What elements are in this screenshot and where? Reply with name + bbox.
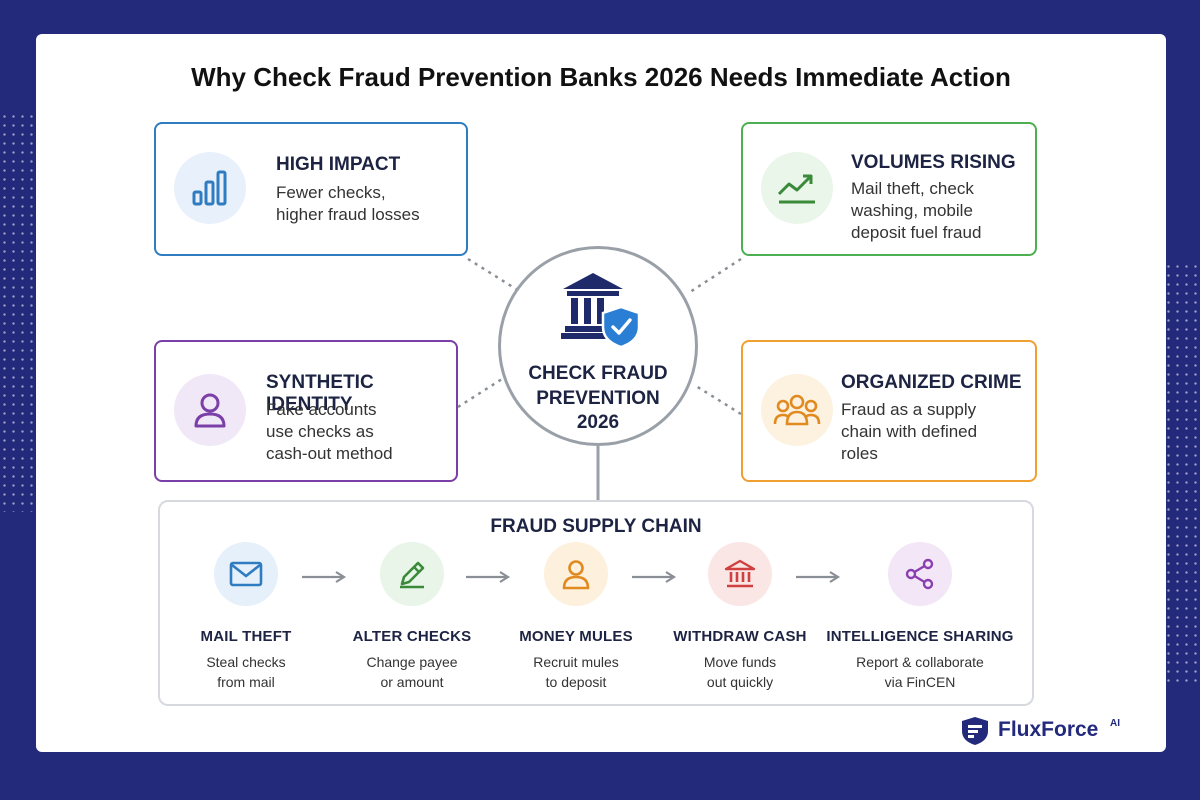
center-year: 2026 [576, 412, 620, 433]
group-icon [773, 394, 821, 426]
card-title: ORGANIZED CRIME [841, 372, 1022, 393]
envelope-icon [229, 561, 263, 587]
user-icon [194, 393, 226, 428]
connector-synthetic-identity [457, 377, 503, 409]
step-title: ALTER CHECKS [352, 628, 472, 645]
card-text: Fake accounts use checks as cash-out met… [266, 400, 393, 463]
card-text: Mail theft, check washing, mobile deposi… [851, 179, 982, 242]
connector-high-impact [467, 257, 517, 291]
step-text: Recruit mules to deposit [533, 654, 619, 690]
decorative-dots-right [1164, 262, 1200, 682]
card-synthetic-identity: SYNTHETIC IDENTITY Fake accounts use che… [154, 340, 458, 482]
logo-suffix: AI [1110, 718, 1120, 729]
card-text: Fraud as a supply chain with defined rol… [841, 400, 978, 463]
decorative-dots-left [0, 112, 36, 512]
arrow-right-icon [632, 571, 677, 583]
card-title: VOLUMES RISING [851, 152, 1016, 173]
card-organized-crime: ORGANIZED CRIME Fraud as a supply chain … [741, 340, 1037, 482]
fraud-supply-chain: FRAUD SUPPLY CHAIN MAIL THEFT Steal chec… [158, 500, 1034, 706]
arrow-right-icon [466, 571, 511, 583]
pencil-icon [400, 561, 425, 589]
connector-lines [457, 257, 742, 500]
connector-volumes-rising [689, 257, 742, 294]
card-volumes-rising: VOLUMES RISING Mail theft, check washing… [741, 122, 1037, 256]
card-title: SYNTHETIC IDENTITY [266, 372, 374, 415]
arrow-right-icon [302, 571, 347, 583]
bank-shield-icon [561, 273, 641, 347]
center-label: CHECK FRAUD PREVENTION [528, 363, 668, 409]
arrow-right-icon [796, 571, 841, 583]
card-title: HIGH IMPACT [276, 154, 401, 175]
fluxforce-logo: FluxForce AI [960, 716, 1160, 746]
bank-icon [724, 559, 756, 588]
bar-chart-icon [192, 170, 227, 206]
step-title: WITHDRAW CASH [673, 628, 807, 645]
card-high-impact: HIGH IMPACT Fewer checks, higher fraud l… [154, 122, 468, 256]
step-title: MONEY MULES [519, 628, 633, 645]
step-text: Steal checks from mail [206, 654, 286, 690]
step-title: MAIL THEFT [200, 628, 292, 645]
step-text: Move funds out quickly [703, 654, 777, 690]
step-text: Report & collaborate via FinCEN [856, 654, 984, 690]
chain-title: FRAUD SUPPLY CHAIN [490, 516, 702, 537]
card-text: Fewer checks, higher fraud losses [276, 183, 420, 224]
infographic-panel: Why Check Fraud Prevention Banks 2026 Ne… [36, 34, 1166, 752]
person-icon [562, 560, 590, 590]
trend-up-icon [777, 174, 815, 204]
center-hub: CHECK FRAUD PREVENTION 2026 [498, 246, 698, 446]
page-title: Why Check Fraud Prevention Banks 2026 Ne… [191, 62, 1011, 92]
connector-organized-crime [695, 384, 742, 416]
logo-name: FluxForce [998, 718, 1099, 741]
step-title: INTELLIGENCE SHARING [826, 628, 1014, 645]
step-text: Change payee or amount [366, 654, 458, 690]
shield-logo-icon [962, 717, 988, 745]
share-icon [905, 558, 934, 590]
